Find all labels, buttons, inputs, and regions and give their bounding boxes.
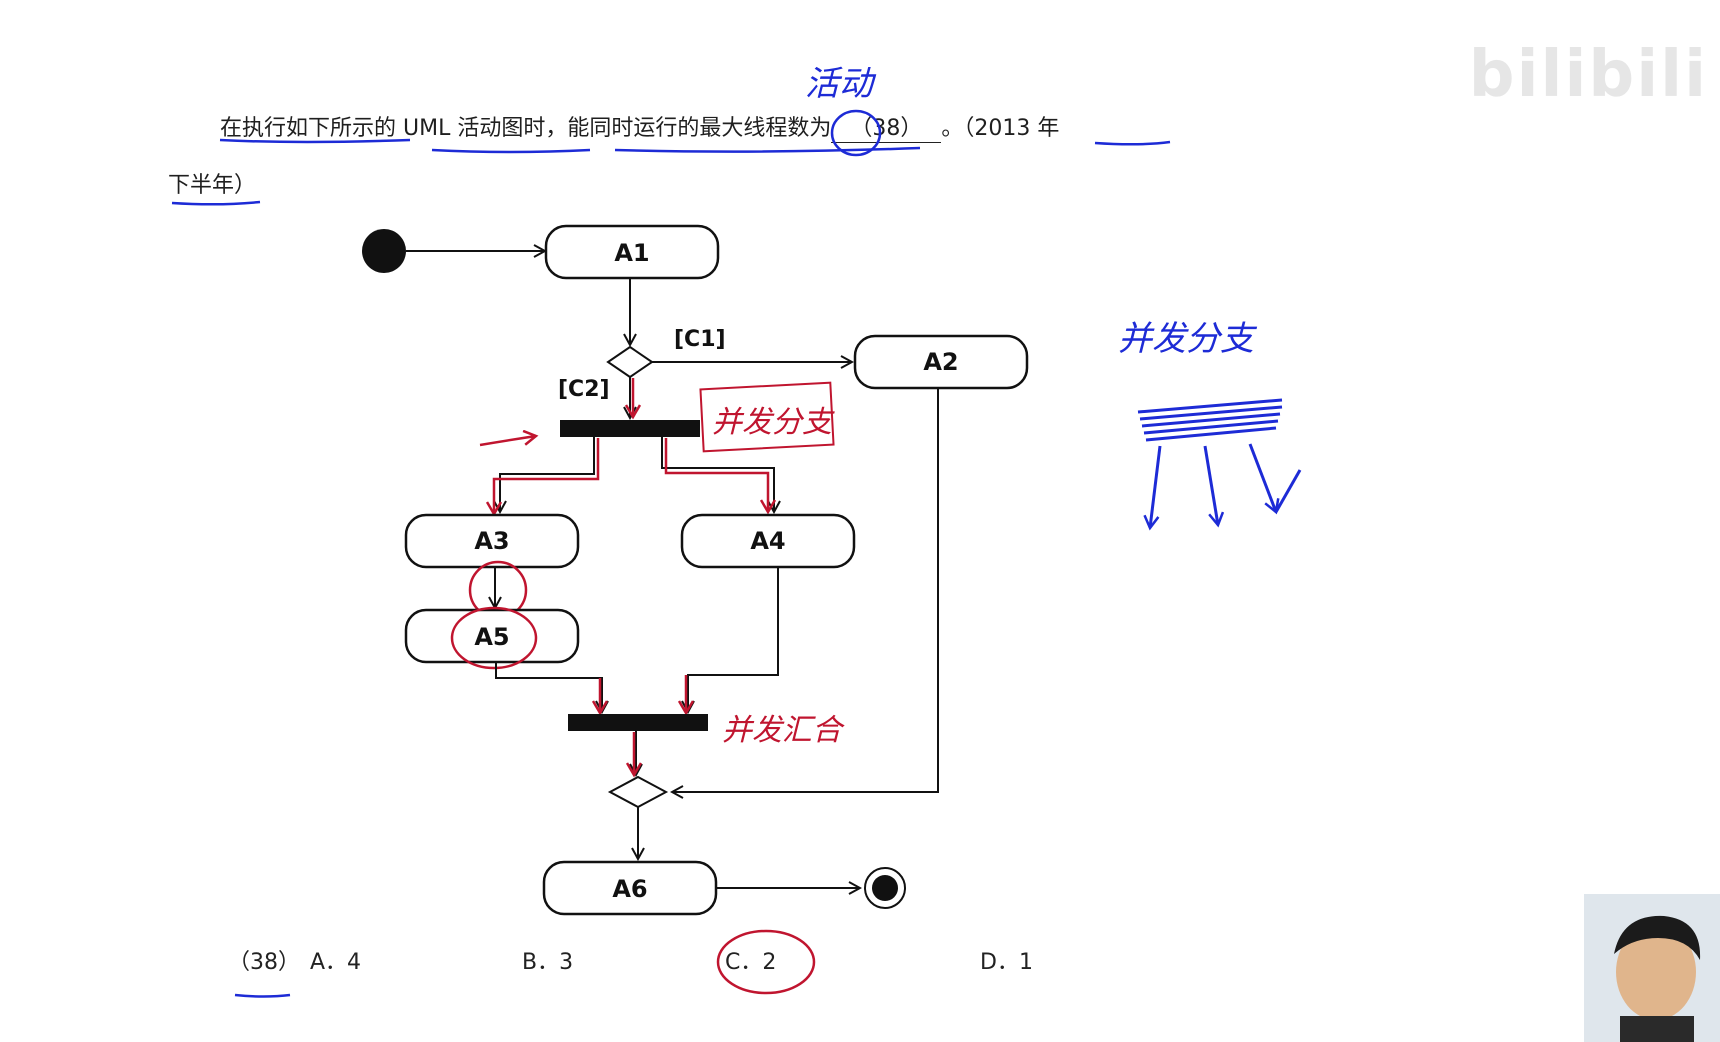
option-d: D．1 — [980, 950, 1033, 975]
initial-node — [362, 229, 406, 273]
answer-blank: （38） — [831, 110, 942, 143]
activity-a4: A4 — [680, 513, 856, 569]
question-year-cont: 下半年） — [168, 173, 257, 198]
answer-circle — [716, 929, 816, 995]
activity-a6: A6 — [542, 860, 718, 916]
question-line-1: 在执行如下所示的 UML 活动图时，能同时运行的最大线程数为（38）。（2013… — [220, 110, 1059, 143]
circle-thread-mark — [830, 109, 882, 157]
activity-a1-label: A1 — [614, 239, 649, 267]
red-pointer-arrow — [479, 436, 536, 447]
question-text: 在执行如下所示的 UML 活动图时，能同时运行的最大线程数为 — [220, 116, 832, 141]
activity-a5-label: A5 — [474, 623, 509, 651]
blue-fork-sketch — [1137, 398, 1302, 528]
activity-a5: A5 — [404, 608, 580, 664]
option-b: B．3 — [522, 950, 574, 975]
activity-a2: A2 — [853, 334, 1029, 390]
option-c: C．2 — [725, 950, 777, 975]
flow-a5-join — [495, 662, 602, 712]
option-a: A．4 — [310, 950, 362, 975]
activity-a1: A1 — [544, 224, 720, 280]
activity-a3: A3 — [404, 513, 580, 569]
flow-fork-a4 — [661, 437, 774, 512]
activity-a6-label: A6 — [612, 875, 647, 903]
fork-bar — [560, 420, 700, 437]
flow-a4-join — [688, 567, 779, 712]
annotation-side: 并发分支 — [1118, 319, 1258, 359]
red-circle-a5 — [450, 606, 538, 670]
presenter-silhouette — [1584, 894, 1720, 1042]
merge-node — [607, 775, 669, 809]
join-bar — [568, 714, 708, 731]
blue-underlines — [171, 138, 1171, 998]
bilibili-watermark: bilibili — [1468, 38, 1708, 112]
fork-note-box — [699, 381, 835, 453]
activity-a3-label: A3 — [474, 527, 509, 555]
activity-a4-label: A4 — [750, 527, 785, 555]
flow-a2-merge — [672, 388, 939, 792]
activity-a2-label: A2 — [923, 348, 958, 376]
final-node — [864, 867, 906, 909]
red-trace-fork-a4 — [664, 438, 768, 512]
question-line-2: 下半年） — [168, 167, 256, 199]
options-prefix: （38） — [228, 950, 300, 975]
guard-c1: [C1] — [674, 327, 726, 352]
flow-fork-a3 — [500, 437, 595, 512]
annotation-activity: 活动 — [805, 64, 877, 104]
guard-c2: [C2] — [558, 377, 610, 402]
annotation-join: 并发汇合 — [722, 713, 845, 748]
question-year: 。（2013 年 — [941, 116, 1060, 141]
annotation-fork: 并发分支 — [712, 405, 835, 440]
decision-node — [606, 345, 654, 379]
presenter-webcam — [1584, 894, 1720, 1042]
red-trace-fork-a3 — [494, 438, 600, 514]
